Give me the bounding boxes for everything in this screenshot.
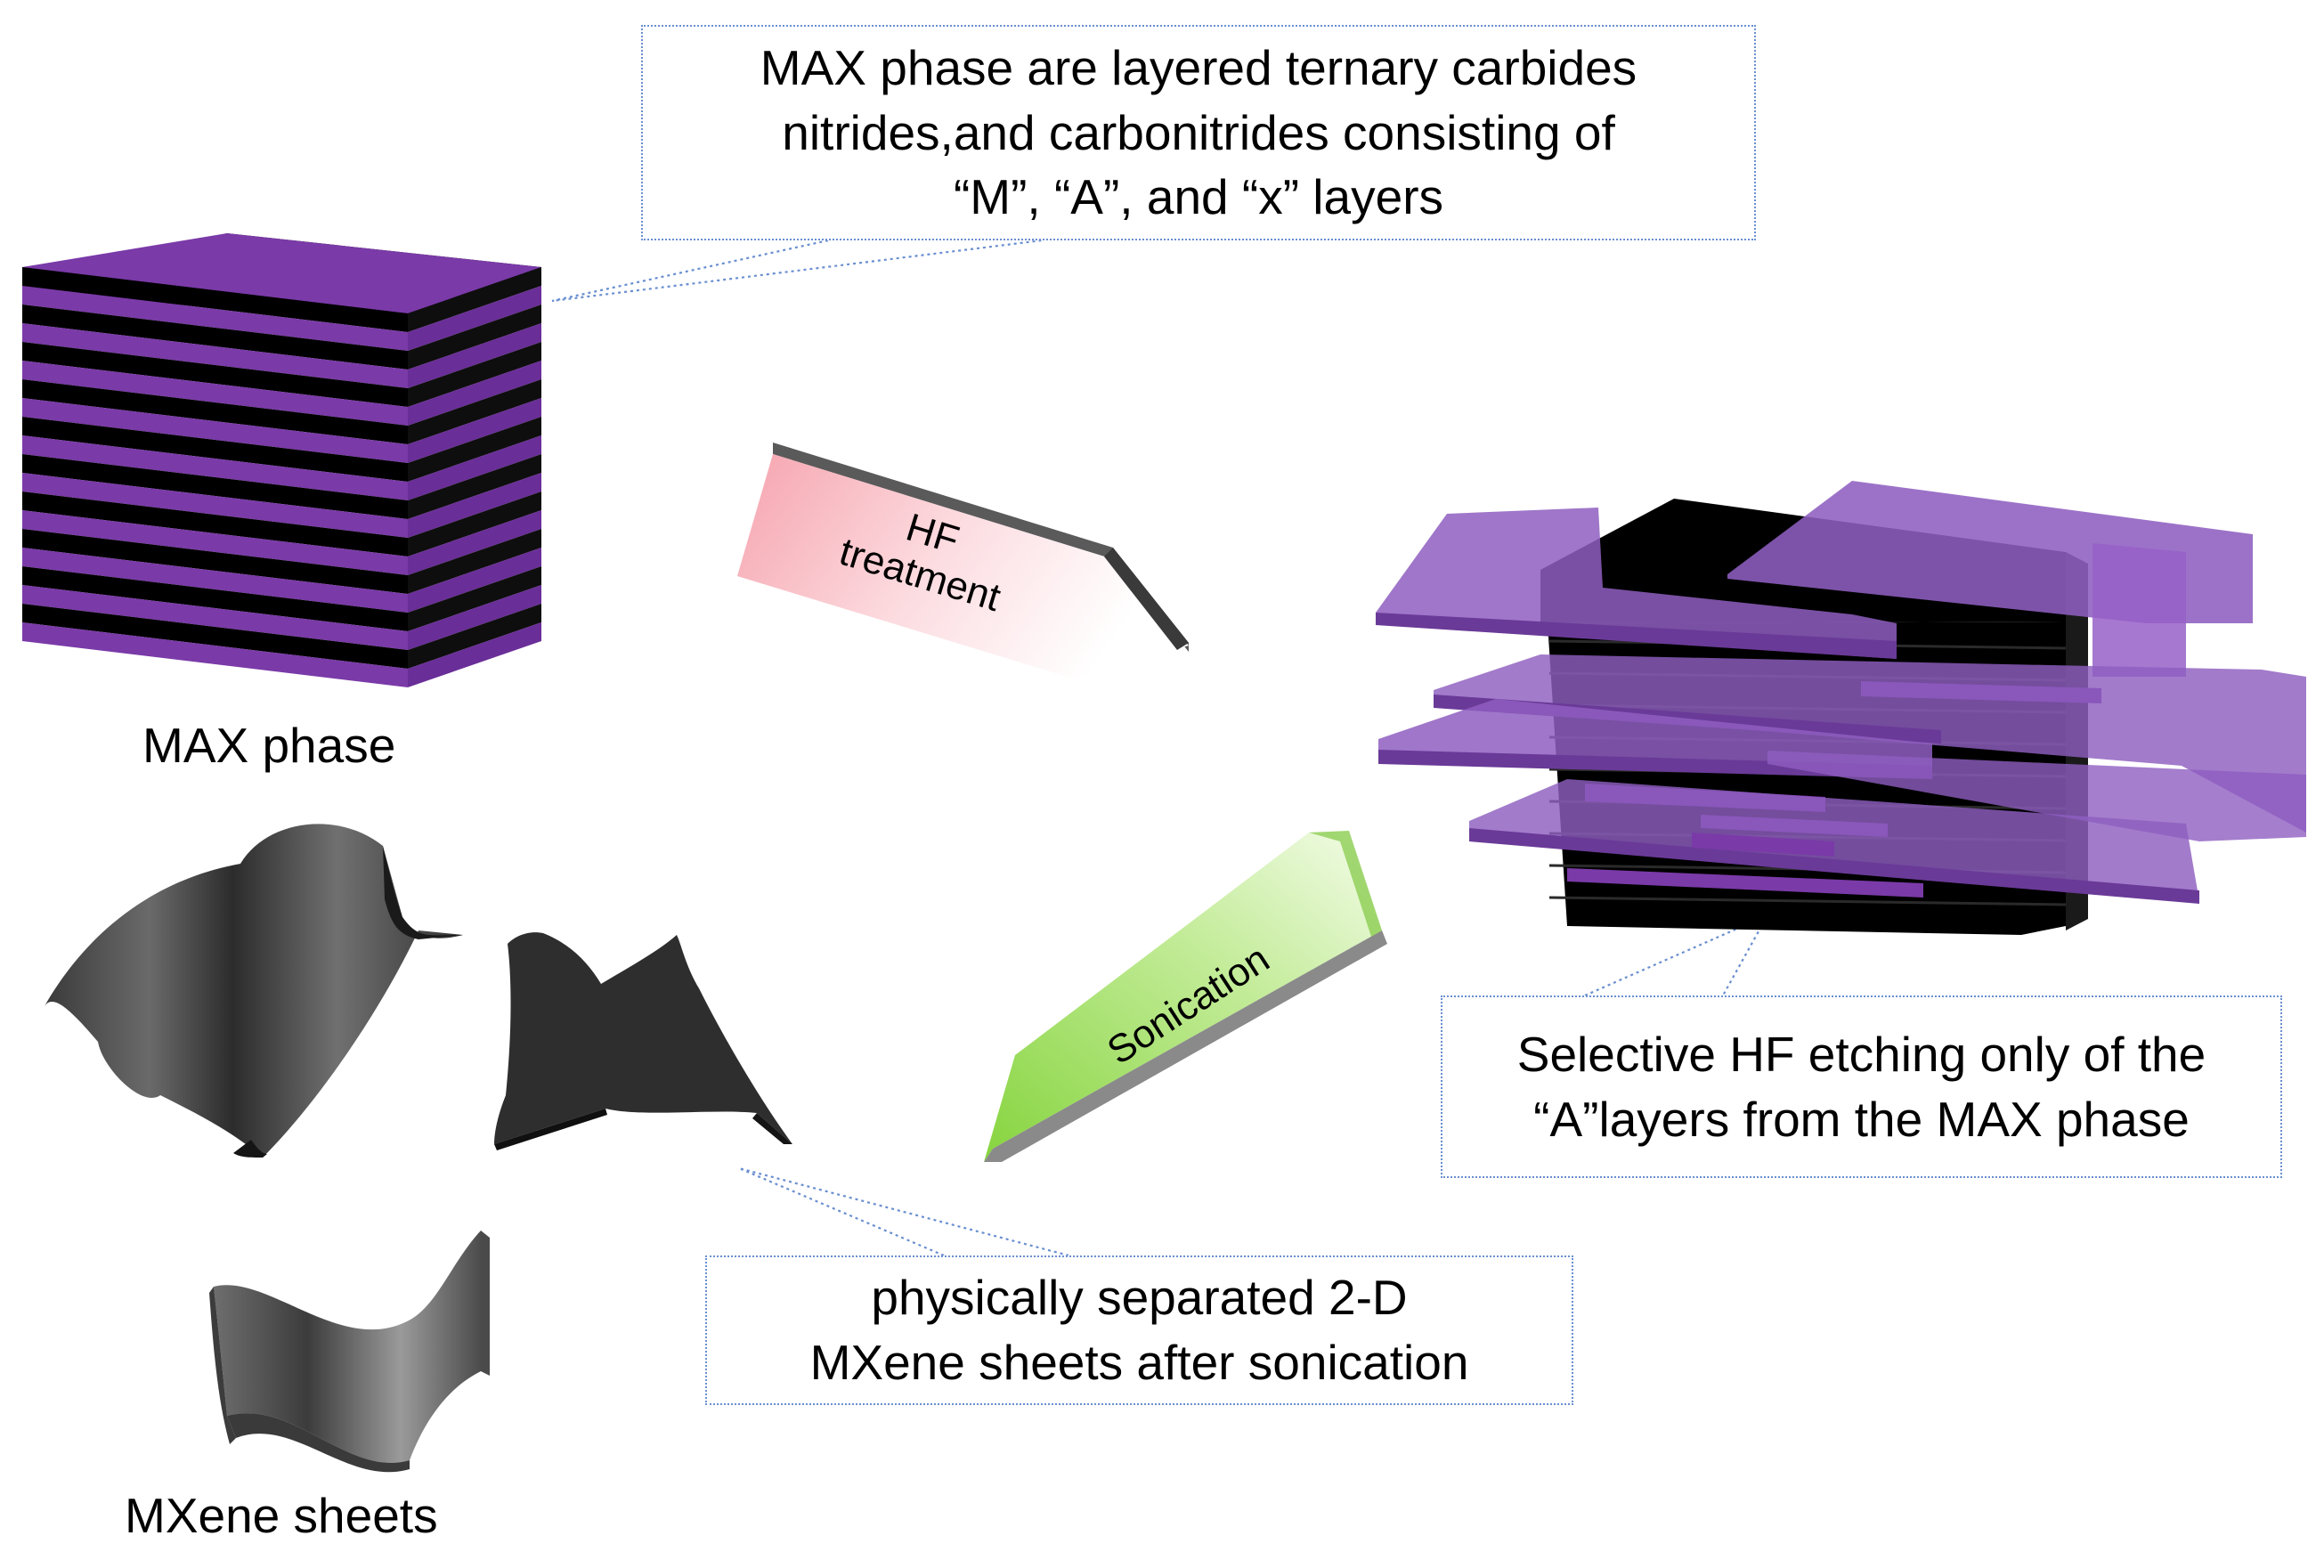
callout-pointers (551, 239, 1770, 1257)
mxene-sheets-label: MXene sheets (125, 1488, 438, 1543)
max-phase-front-layer (22, 379, 408, 444)
max-phase-side-layer (408, 473, 541, 538)
max-phase-side-layer (408, 267, 541, 332)
max-phase-front-layer (22, 529, 408, 594)
max-phase-side-layer (408, 417, 541, 482)
max-phase-front-layer (22, 510, 408, 575)
max-phase-front-layer (22, 622, 408, 687)
max-phase-side-layer (408, 492, 541, 557)
max-phase-front-layer (22, 473, 408, 538)
max-phase-side-layer (408, 398, 541, 463)
mxene-sheet-3 (209, 1231, 490, 1473)
max-phase-side-layer (408, 435, 541, 500)
middle-sheet (1434, 654, 2306, 833)
mxene-sheet-2 (494, 932, 792, 1150)
etching-callout-line-1: Selective HF etching only of the (1516, 1026, 2206, 1082)
max-phase-front-layer (22, 398, 408, 463)
max-phase-top-layer (22, 233, 541, 313)
max-phase-side-layer (408, 622, 541, 687)
max-phase-side-layer (408, 379, 541, 444)
sonication-note-pointer (738, 1166, 1069, 1257)
max-phase-front-layer (22, 492, 408, 557)
max-phase-front-layer (22, 342, 408, 407)
sonication-callout-line-1: physically separated 2-D (871, 1270, 1408, 1326)
etching-callout: Selective HF etching only of the “A”laye… (1441, 995, 2282, 1178)
max-phase-front-layer (22, 604, 408, 669)
max-phase-front-layer (22, 454, 408, 519)
max-phase-label: MAX phase (142, 718, 396, 773)
max-phase-callout-line-2: nitrides,and carbonitrides consisting of (782, 104, 1615, 160)
sonication-arrow (984, 831, 1387, 1162)
etched-max-stack (1376, 481, 2306, 935)
max-phase-callout: MAX phase are layered ternary carbides n… (641, 25, 1756, 240)
max-phase-callout-line-3: “M”, “A”, and “x” layers (953, 169, 1444, 225)
etching-callout-line-2: “A”layers from the MAX phase (1533, 1091, 2190, 1147)
max-phase-side-layer (408, 323, 541, 388)
max-phase-front-layer (22, 435, 408, 500)
max-phase-side-layer (408, 361, 541, 426)
max-phase-side-layer (408, 566, 541, 631)
max-phase-front-layers (22, 267, 408, 687)
max-phase-side-layer (408, 548, 541, 613)
hf-treatment-arrow (737, 443, 1189, 678)
max-phase-front-layer (22, 548, 408, 613)
mxene-sheet-1 (45, 824, 463, 1158)
max-phase-side-layer (408, 585, 541, 650)
sonication-callout: physically separated 2-D MXene sheets af… (705, 1255, 1573, 1405)
max-phase-side-layer (408, 604, 541, 669)
max-phase-side-layer (408, 529, 541, 594)
max-phase-block (22, 233, 541, 687)
max-phase-front-layer (22, 305, 408, 370)
max-phase-front-layer (22, 323, 408, 388)
max-phase-side-layers (408, 267, 541, 687)
max-phase-front-layer (22, 566, 408, 631)
max-note-pointer (551, 239, 1043, 303)
max-phase-side-layer (408, 305, 541, 370)
right-sheet (1767, 751, 2306, 841)
max-phase-front-layer (22, 267, 408, 332)
max-phase-callout-line-1: MAX phase are layered ternary carbides (760, 40, 1637, 96)
max-phase-side-layer (408, 454, 541, 519)
max-phase-side-layer (408, 342, 541, 407)
sonication-callout-line-2: MXene sheets after sonication (809, 1335, 1469, 1390)
max-phase-side-layer (408, 510, 541, 575)
max-phase-front-layer (22, 361, 408, 426)
max-phase-front-layer (22, 585, 408, 650)
max-phase-side-layer (408, 286, 541, 351)
max-phase-front-layer (22, 286, 408, 351)
stack-separator-line (1548, 896, 2067, 906)
max-phase-front-layer (22, 417, 408, 482)
bottom-sheet (1469, 779, 2199, 901)
